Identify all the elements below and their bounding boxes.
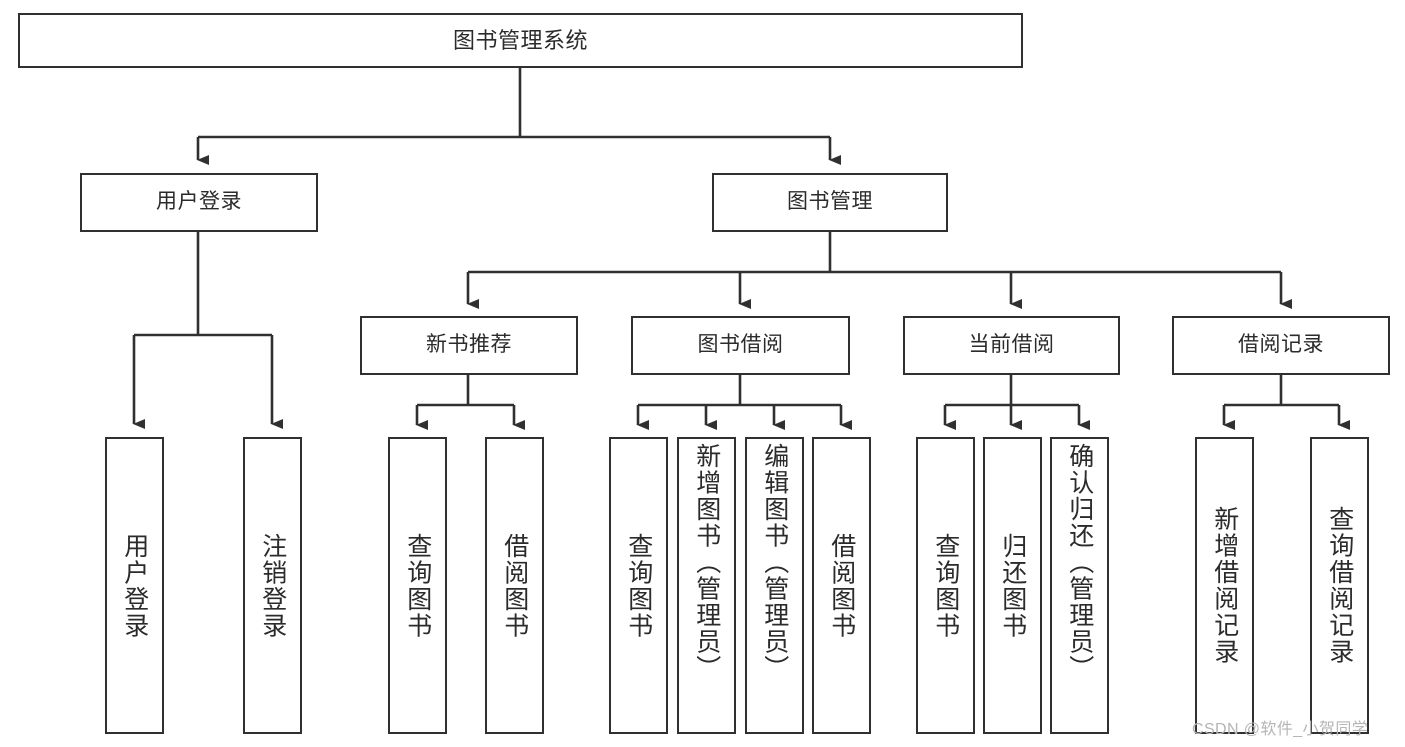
leaf-book-borrow-add-book-admin[interactable]: 新增图书（管理员） <box>677 437 736 734</box>
node-user-login[interactable]: 用户登录 <box>80 173 318 232</box>
leaf-book-borrow-edit-book-admin[interactable]: 编辑图书（管理员） <box>745 437 804 734</box>
node-label: 当前借阅 <box>968 333 1055 357</box>
node-label: 新增借阅记录 <box>1210 506 1239 665</box>
node-book-borrowing[interactable]: 图书借阅 <box>631 316 850 375</box>
node-label: 借阅图书 <box>827 532 856 639</box>
node-current-borrowing[interactable]: 当前借阅 <box>903 316 1120 375</box>
node-borrowing-record[interactable]: 借阅记录 <box>1172 316 1390 375</box>
node-label: 注销登录 <box>258 532 287 639</box>
leaf-borrow-record-query-record[interactable]: 查询借阅记录 <box>1310 437 1369 734</box>
leaf-current-borrow-query-books[interactable]: 查询图书 <box>916 437 975 734</box>
csdn-watermark: CSDN @软件_小贺同学 <box>1192 721 1369 738</box>
node-label: 用户登录 <box>120 532 149 639</box>
leaf-book-borrow-query-books[interactable]: 查询图书 <box>609 437 668 734</box>
node-label: 图书管理系统 <box>452 27 588 53</box>
node-root-book-management-system[interactable]: 图书管理系统 <box>18 13 1023 68</box>
node-label: 新书推荐 <box>426 333 512 357</box>
leaf-user-login-logout[interactable]: 注销登录 <box>243 437 302 734</box>
node-label: 查询图书 <box>403 532 432 639</box>
node-label: 编辑图书（管理员） <box>760 443 789 682</box>
leaf-book-borrow-borrow-books[interactable]: 借阅图书 <box>812 437 871 734</box>
leaf-borrow-record-add-record[interactable]: 新增借阅记录 <box>1195 437 1254 734</box>
leaf-current-borrow-confirm-return-admin[interactable]: 确认归还（管理员） <box>1050 437 1109 734</box>
leaf-user-login-login[interactable]: 用户登录 <box>105 437 164 734</box>
node-label: 用户登录 <box>156 190 242 214</box>
leaf-current-borrow-return-books[interactable]: 归还图书 <box>983 437 1042 734</box>
node-book-management[interactable]: 图书管理 <box>712 173 948 232</box>
node-label: 借阅记录 <box>1238 333 1324 357</box>
node-label: 图书借阅 <box>697 333 784 357</box>
node-label: 查询图书 <box>931 532 960 639</box>
leaf-new-book-query-books[interactable]: 查询图书 <box>388 437 447 734</box>
node-new-book-recommendation[interactable]: 新书推荐 <box>360 316 578 375</box>
node-label: 确认归还（管理员） <box>1065 443 1094 682</box>
node-label: 借阅图书 <box>500 532 529 639</box>
node-label: 图书管理 <box>787 190 873 214</box>
node-label: 归还图书 <box>998 532 1027 639</box>
node-label: 查询借阅记录 <box>1325 506 1354 665</box>
leaf-new-book-borrow-books[interactable]: 借阅图书 <box>485 437 544 734</box>
node-label: 查询图书 <box>624 532 653 639</box>
node-label: 新增图书（管理员） <box>692 443 721 682</box>
